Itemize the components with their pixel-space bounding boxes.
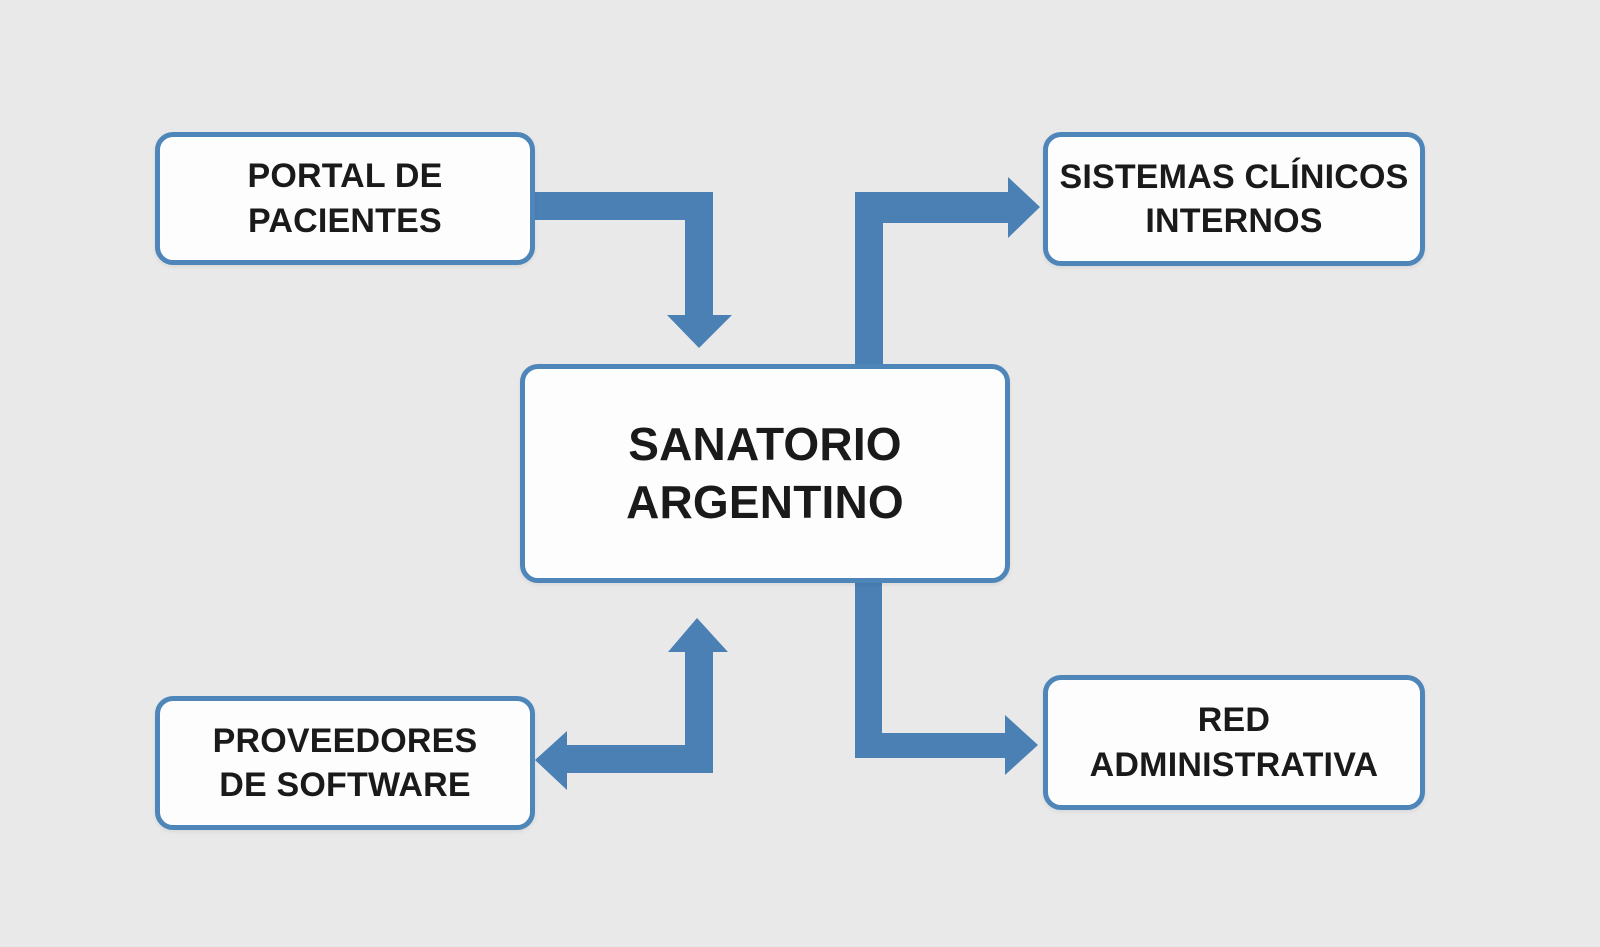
node-proveedores-de-software: PROVEEDORES DE SOFTWARE: [155, 696, 535, 830]
node-sistemas-clinicos-internos: SISTEMAS CLÍNICOS INTERNOS: [1043, 132, 1425, 266]
arrow-sanatorio-to-sistemas: [855, 177, 1040, 364]
node-sistemas-label: SISTEMAS CLÍNICOS INTERNOS: [1059, 157, 1409, 240]
node-portal-label: PORTAL DE PACIENTES: [247, 157, 443, 240]
arrow-sanatorio-proveedores-bidirectional: [535, 618, 728, 790]
arrow-portal-to-sanatorio: [535, 192, 732, 348]
node-sanatorio-argentino: SANATORIO ARGENTINO: [520, 364, 1010, 583]
arrow-sanatorio-to-red: [855, 583, 1038, 775]
node-proveedores-label: PROVEEDORES DE SOFTWARE: [212, 721, 478, 804]
node-red-label: RED ADMINISTRATIVA: [1089, 701, 1379, 784]
node-portal-de-pacientes: PORTAL DE PACIENTES: [155, 132, 535, 265]
node-red-administrativa: RED ADMINISTRATIVA: [1043, 675, 1425, 810]
node-sanatorio-label: SANATORIO ARGENTINO: [626, 417, 904, 528]
